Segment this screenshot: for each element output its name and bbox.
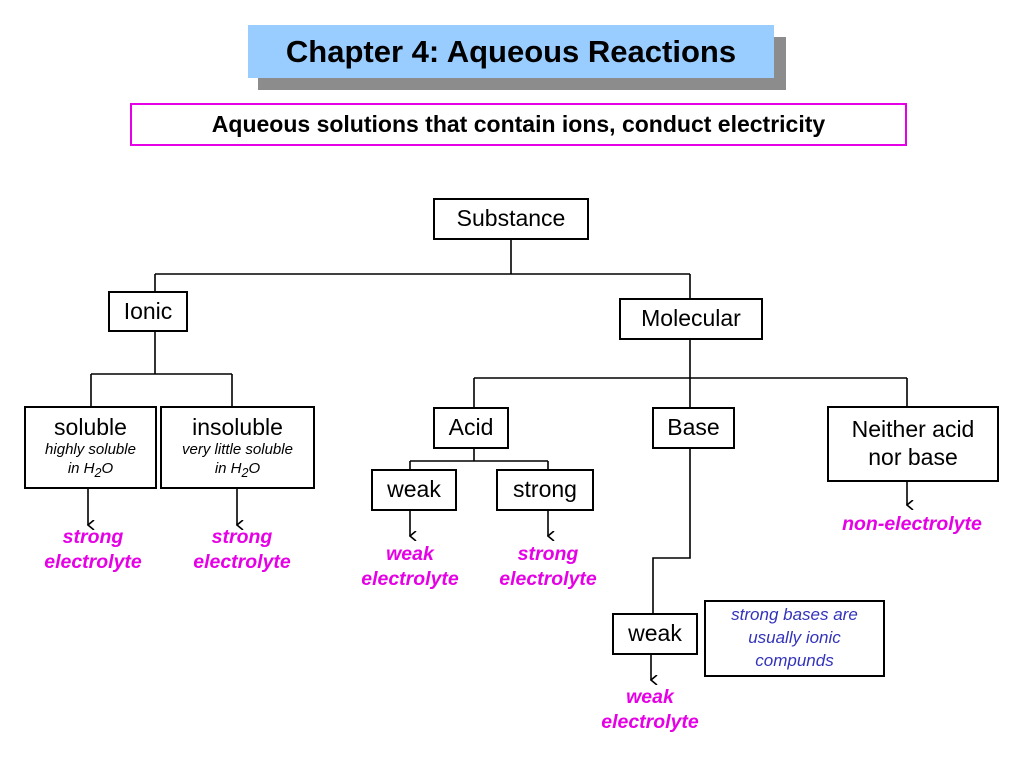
node-base-weak: weak: [612, 613, 698, 655]
outcome-insoluble-line2: electrolyte: [193, 551, 291, 574]
outcome-acid-weak-line1: weak: [386, 543, 434, 565]
node-acid-weak: weak: [371, 469, 457, 511]
subtitle-box: Aqueous solutions that contain ions, con…: [130, 103, 907, 146]
node-molecular-label: Molecular: [641, 305, 741, 332]
node-soluble-label: soluble: [54, 413, 127, 440]
node-acid-strong-label: strong: [513, 476, 577, 503]
soluble-note-line2: in H: [67, 459, 95, 477]
outcome-soluble: strong electrolyte: [23, 525, 163, 576]
node-acid-label: Acid: [448, 414, 494, 441]
node-insoluble-note: very little soluble in H2O: [182, 441, 293, 481]
soluble-note-line1: highly soluble: [45, 441, 136, 459]
insoluble-note-sub: 2: [241, 465, 249, 480]
insoluble-note-post: O: [248, 459, 261, 477]
node-ionic-label: Ionic: [123, 297, 173, 324]
node-substance-label: Substance: [456, 205, 566, 232]
node-acid-strong: strong: [496, 469, 594, 511]
outcome-soluble-line2: electrolyte: [44, 551, 142, 574]
node-molecular: Molecular: [619, 298, 763, 340]
outcome-base-weak-line2: electrolyte: [601, 711, 699, 734]
page-title: Chapter 4: Aqueous Reactions: [248, 25, 774, 78]
node-soluble: soluble highly soluble in H2O: [24, 406, 157, 489]
node-base-label: Base: [667, 414, 720, 441]
node-acid: Acid: [433, 407, 509, 449]
insoluble-note-line1: very little soluble: [182, 441, 293, 459]
outcome-neither: non-electrolyte: [817, 512, 1007, 537]
note-line2: usually ionic: [748, 628, 841, 648]
node-neither-line2: nor base: [868, 444, 958, 470]
insoluble-note-line2: in H: [214, 459, 242, 477]
node-soluble-note: highly soluble in H2O: [45, 441, 136, 481]
node-insoluble: insoluble very little soluble in H2O: [160, 406, 315, 489]
outcome-acid-strong-line1: strong: [517, 543, 579, 565]
note-line1: strong bases are: [731, 605, 858, 625]
node-base: Base: [652, 407, 735, 449]
outcome-acid-strong: strong electrolyte: [478, 542, 618, 593]
soluble-note-sub: 2: [94, 465, 102, 480]
note-strong-bases: strong bases are usually ionic compunds: [704, 600, 885, 677]
node-neither: Neither acid nor base: [827, 406, 999, 482]
outcome-base-weak: weak electrolyte: [580, 685, 720, 736]
node-substance: Substance: [433, 198, 589, 240]
outcome-insoluble: strong electrolyte: [172, 525, 312, 576]
node-ionic: Ionic: [108, 291, 188, 332]
node-insoluble-label: insoluble: [192, 413, 283, 440]
node-base-weak-label: weak: [628, 620, 682, 647]
node-neither-line1: Neither acid: [851, 416, 975, 443]
outcome-acid-strong-line2: electrolyte: [499, 568, 597, 591]
node-acid-weak-label: weak: [387, 476, 441, 503]
note-line3: compunds: [755, 650, 834, 670]
soluble-note-post: O: [101, 459, 114, 477]
outcome-acid-weak-line2: electrolyte: [361, 568, 459, 591]
outcome-acid-weak: weak electrolyte: [340, 542, 480, 593]
outcome-insoluble-line1: strong: [211, 526, 273, 548]
outcome-soluble-line1: strong: [62, 526, 124, 548]
outcome-neither-text: non-electrolyte: [842, 513, 982, 535]
outcome-base-weak-line1: weak: [626, 686, 674, 708]
